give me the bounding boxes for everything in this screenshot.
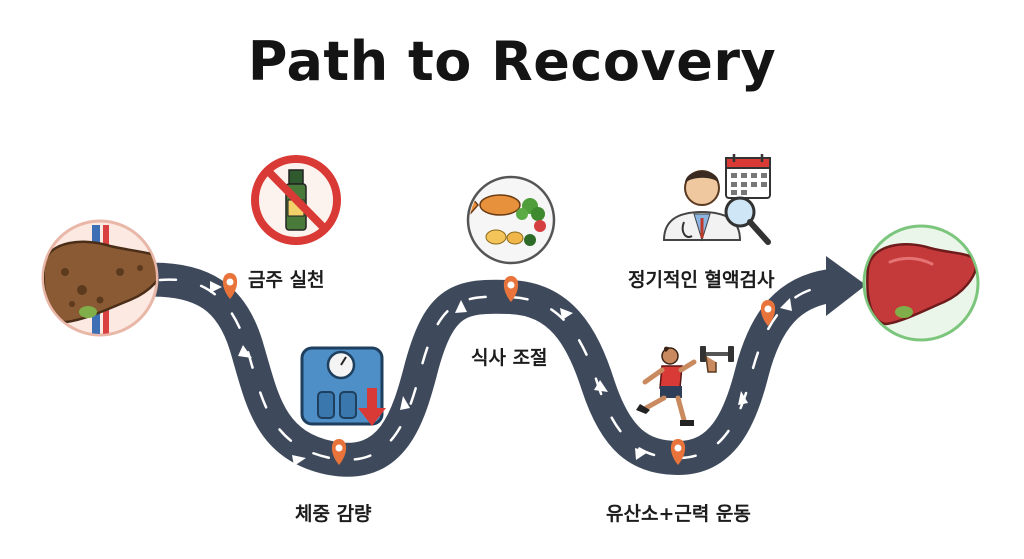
step-label-diet: 식사 조절 [471,347,548,369]
pin-icon [760,300,776,326]
step-label-no-alcohol: 금주 실천 [248,269,325,291]
pin-icon [503,276,519,302]
healthy-liver-icon [862,224,980,342]
page-title: Path to Recovery [247,30,777,93]
step-label-weight-loss: 체중 감량 [295,503,372,525]
pin-icon [670,439,686,465]
healthy-meal-icon [466,175,556,265]
road-arrow-head [826,256,866,316]
running-dumbbell-icon [636,346,734,426]
road-direction-arrows [210,281,792,466]
step-label-blood-test: 정기적인 혈액검사 [628,269,775,291]
doctor-calendar-icon [662,154,771,245]
pin-icon [331,439,347,465]
weight-scale-icon [300,346,386,426]
pin-icon [222,273,238,299]
no-alcohol-icon [251,155,341,245]
recovery-road [123,256,866,477]
step-label-exercise: 유산소+근력 운동 [606,503,751,525]
damaged-liver-icon [41,219,159,337]
milestone-pins [222,273,776,465]
